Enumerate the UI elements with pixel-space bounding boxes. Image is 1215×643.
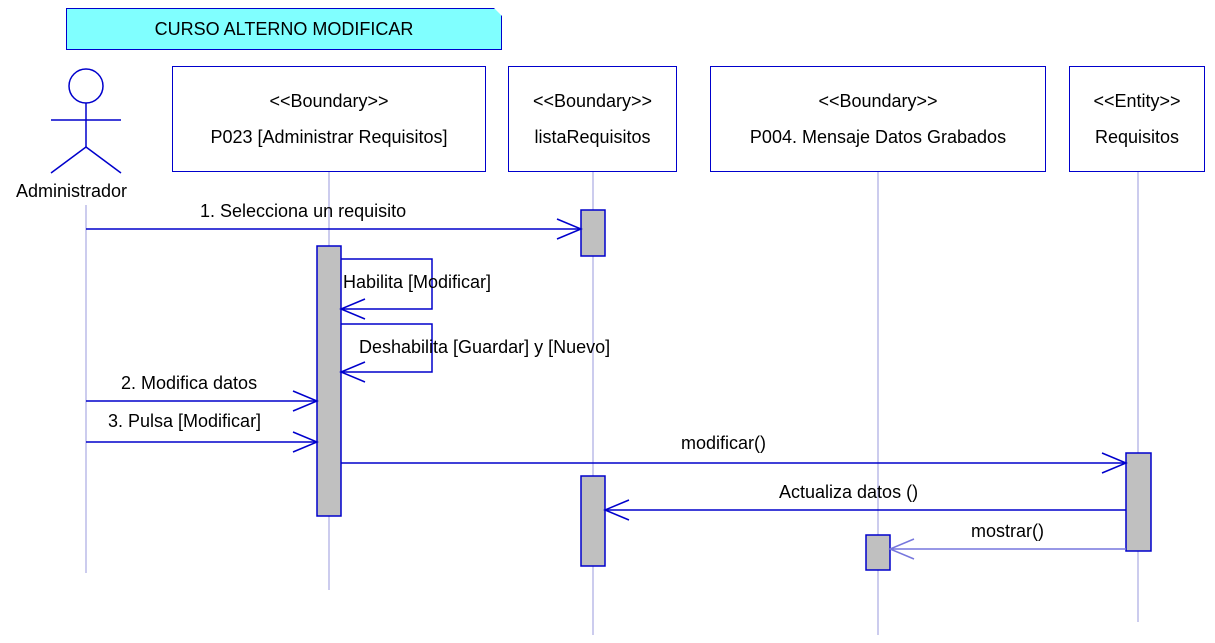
message-2-label: 2. Modifica datos (121, 373, 257, 393)
object-stereotype: <<Boundary>> (818, 91, 938, 111)
message-habilita-line (341, 258, 433, 310)
message-3-label: 3. Pulsa [Modificar] (108, 411, 261, 431)
message-mostrar-arrowhead (888, 538, 915, 560)
message-habilita-arrowhead (339, 298, 366, 320)
note-fold (494, 8, 502, 16)
message-modificar-arrowhead (1101, 452, 1128, 474)
object-p004: <<Boundary>> P004. Mensaje Datos Grabado… (710, 66, 1046, 172)
message-deshabilita-label: Deshabilita [Guardar] y [Nuevo] (359, 337, 610, 357)
object-stereotype: <<Boundary>> (269, 91, 389, 111)
activation-requisitos (1125, 452, 1152, 552)
message-3-arrowhead (292, 431, 319, 453)
activation-p004 (865, 534, 891, 571)
message-habilita-label: Habilita [Modificar] (343, 272, 491, 292)
object-name: Requisitos (1094, 127, 1180, 147)
activation-lista-1 (580, 209, 606, 257)
message-1-arrowhead (556, 218, 583, 240)
note-text: CURSO ALTERNO MODIFICAR (154, 18, 414, 39)
message-2-arrowhead (292, 390, 319, 412)
message-actualiza-label: Actualiza datos () (779, 482, 918, 502)
message-deshabilita-line (341, 323, 433, 373)
message-modificar-label: modificar() (681, 433, 766, 453)
object-name: P023 [Administrar Requisitos] (210, 127, 448, 147)
object-requisitos: <<Entity>> Requisitos (1069, 66, 1205, 172)
activation-p023 (316, 245, 342, 517)
object-name: listaRequisitos (534, 127, 651, 147)
object-stereotype: <<Boundary>> (532, 91, 653, 111)
activation-lista-2 (580, 475, 606, 567)
message-deshabilita-arrowhead (339, 361, 366, 383)
object-stereotype: <<Entity>> (1093, 91, 1181, 111)
actor-icon (50, 68, 122, 174)
message-1-label: 1. Selecciona un requisito (200, 201, 406, 221)
actor-name: Administrador (16, 181, 128, 201)
message-actualiza-arrowhead (603, 499, 630, 521)
object-p023: <<Boundary>> P023 [Administrar Requisito… (172, 66, 486, 172)
object-name: P004. Mensaje Datos Grabados (749, 127, 1007, 147)
message-mostrar-label: mostrar() (971, 521, 1044, 541)
diagram-title-note: CURSO ALTERNO MODIFICAR (66, 8, 502, 50)
object-lista-requisitos: <<Boundary>> listaRequisitos (508, 66, 677, 172)
